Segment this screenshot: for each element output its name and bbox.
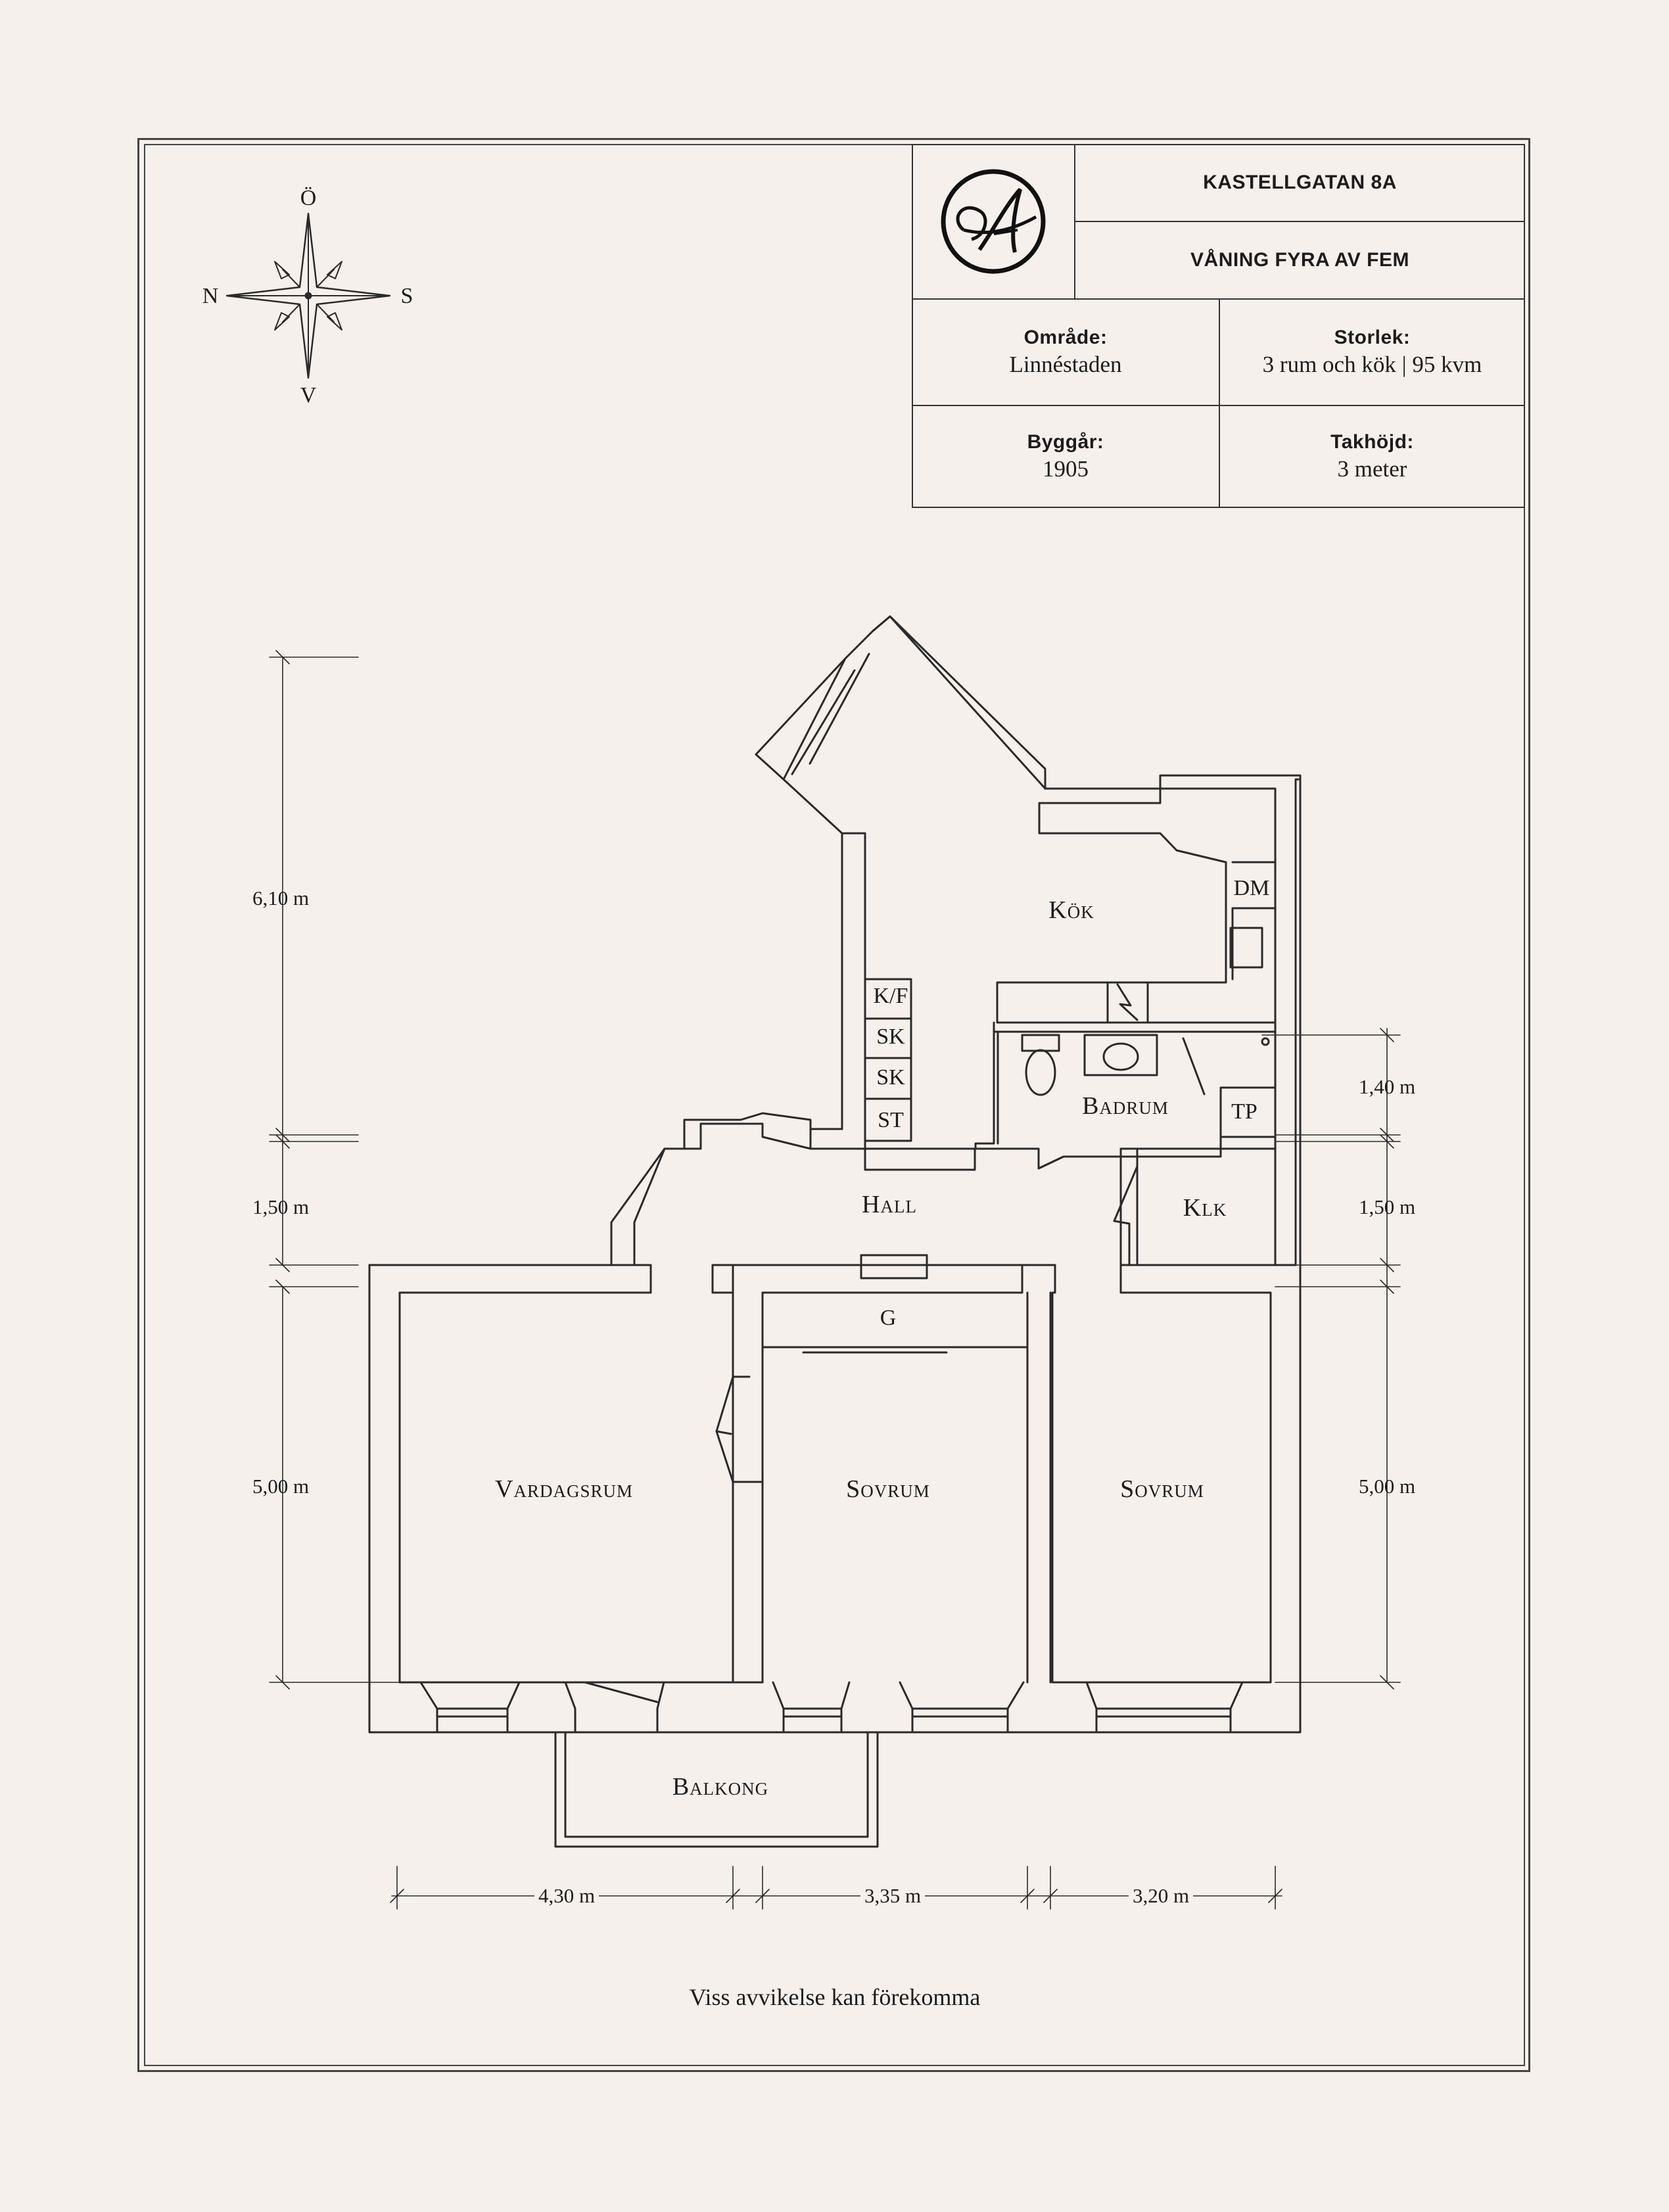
floor: VÅNING FYRA AV FEM — [1190, 249, 1409, 271]
kitchen-fixtures — [864, 927, 1263, 1142]
room-badrum: Badrum — [1082, 1092, 1169, 1120]
floor-cell: VÅNING FYRA AV FEM — [1075, 221, 1525, 299]
fixture-st: ST — [878, 1108, 904, 1132]
dimension-right-mid: 1,50 m — [1358, 1195, 1416, 1218]
compass-rose-icon — [225, 212, 391, 379]
year-value: 1905 — [1043, 456, 1089, 482]
room-sovrum-1: Sovrum — [846, 1475, 930, 1503]
bathroom-fixtures — [997, 1030, 1277, 1145]
room-kok: Kök — [1048, 896, 1094, 924]
height-cell: Takhöjd: 3 meter — [1219, 405, 1525, 508]
dimension-right-bottom: 5,00 m — [1358, 1475, 1416, 1498]
monogram-a-logo — [941, 169, 1046, 274]
inner-frame — [144, 144, 1525, 2066]
logo — [912, 144, 1075, 299]
interior-walls — [715, 1254, 1052, 1684]
dimension-left-bottom: 5,00 m — [252, 1475, 310, 1498]
balcony — [554, 1731, 879, 1848]
room-balkong: Balkong — [672, 1773, 769, 1801]
area-label: Område: — [1023, 327, 1108, 348]
area-value: Linnéstaden — [1009, 352, 1122, 377]
fixture-kf: K/F — [873, 984, 908, 1008]
height-value: 3 meter — [1337, 456, 1407, 482]
dimension-left-top: 6,10 m — [252, 887, 310, 910]
balcony-door — [564, 1681, 665, 1734]
closet-door — [1037, 1155, 1139, 1266]
disclaimer-note: Viss avvikelse kan förekomma — [689, 1984, 981, 2010]
dimension-bottom-1: 4,30 m — [534, 1884, 599, 1908]
dimension-lines — [269, 650, 1401, 1910]
address-cell: KASTELLGATAN 8A — [1075, 144, 1525, 221]
room-hall: Hall — [862, 1191, 917, 1218]
year-label: Byggår: — [1027, 431, 1104, 453]
room-vardagsrum: Vardagsrum — [495, 1475, 633, 1503]
address: KASTELLGATAN 8A — [1203, 172, 1397, 193]
dimension-bottom-2: 3,35 m — [860, 1884, 926, 1908]
dimension-bottom-3: 3,20 m — [1128, 1884, 1194, 1908]
outer-frame — [137, 138, 1530, 2072]
windows — [419, 1681, 1244, 1734]
year-cell: Byggår: 1905 — [912, 405, 1219, 508]
size-cell: Storlek: 3 rum och kök | 95 kvm — [1219, 299, 1525, 405]
height-label: Takhöjd: — [1330, 431, 1414, 453]
compass-west-label: N — [202, 284, 219, 308]
fixture-sk-2: SK — [876, 1065, 905, 1090]
size-value: 3 rum och kök | 95 kvm — [1262, 352, 1482, 377]
title-block: KASTELLGATAN 8A VÅNING FYRA AV FEM Områd… — [912, 144, 1525, 508]
area-cell: Område: Linnéstaden — [912, 299, 1219, 405]
compass-south-label: V — [300, 383, 317, 407]
fixture-g: G — [880, 1306, 897, 1330]
size-label: Storlek: — [1334, 327, 1411, 348]
dimension-left-mid: 1,50 m — [252, 1195, 310, 1218]
fixture-sk-1: SK — [876, 1025, 905, 1049]
room-sovrum-2: Sovrum — [1120, 1475, 1204, 1503]
dimension-right-top: 1,40 m — [1358, 1075, 1416, 1098]
fixture-dm: DM — [1233, 876, 1270, 900]
compass-north-label: Ö — [300, 186, 317, 210]
fixture-tp: TP — [1231, 1099, 1258, 1124]
exterior-walls — [368, 615, 1302, 1734]
room-klk: Klk — [1183, 1194, 1227, 1222]
title-block-grid — [912, 144, 1525, 508]
compass-east-label: S — [400, 284, 413, 308]
